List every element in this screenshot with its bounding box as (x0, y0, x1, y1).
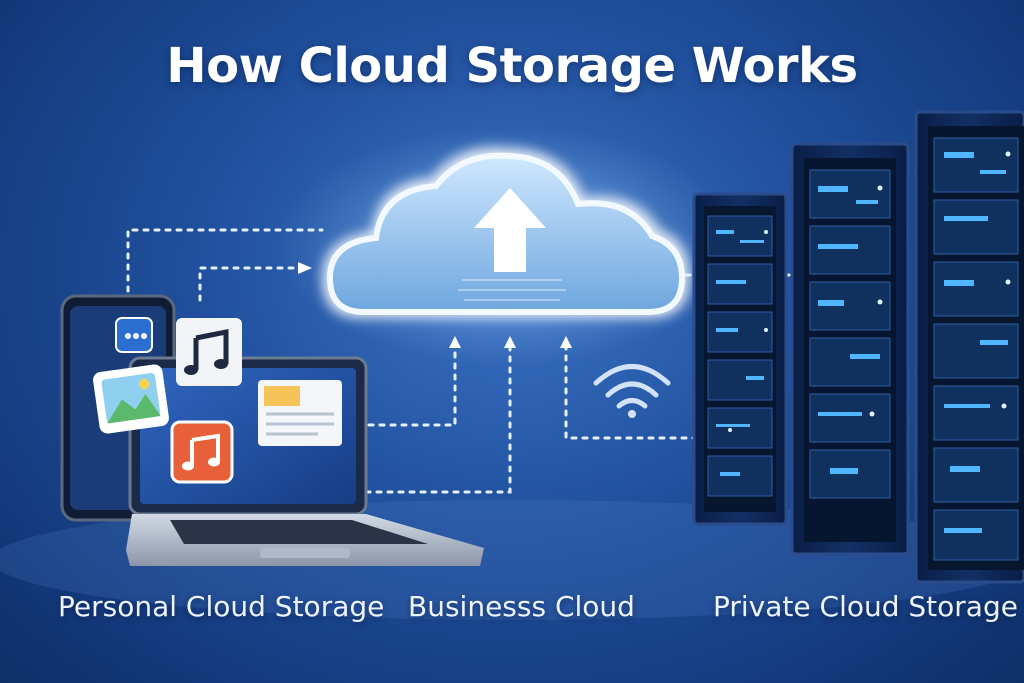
cloud-upload-icon (278, 125, 738, 365)
wifi-icon (593, 364, 671, 418)
caption-personal-cloud-storage: Personal Cloud Storage (58, 590, 385, 623)
server-racks (692, 110, 1024, 584)
caption-private-cloud-storage: Private Cloud Storage (713, 590, 1018, 623)
image-icon (93, 364, 169, 434)
document-icon (258, 380, 342, 446)
music-note-icon (176, 318, 242, 386)
caption-business-cloud: Businesss Cloud (408, 590, 635, 623)
page-title: How Cloud Storage Works (166, 38, 858, 94)
music-note-icon (170, 420, 234, 484)
